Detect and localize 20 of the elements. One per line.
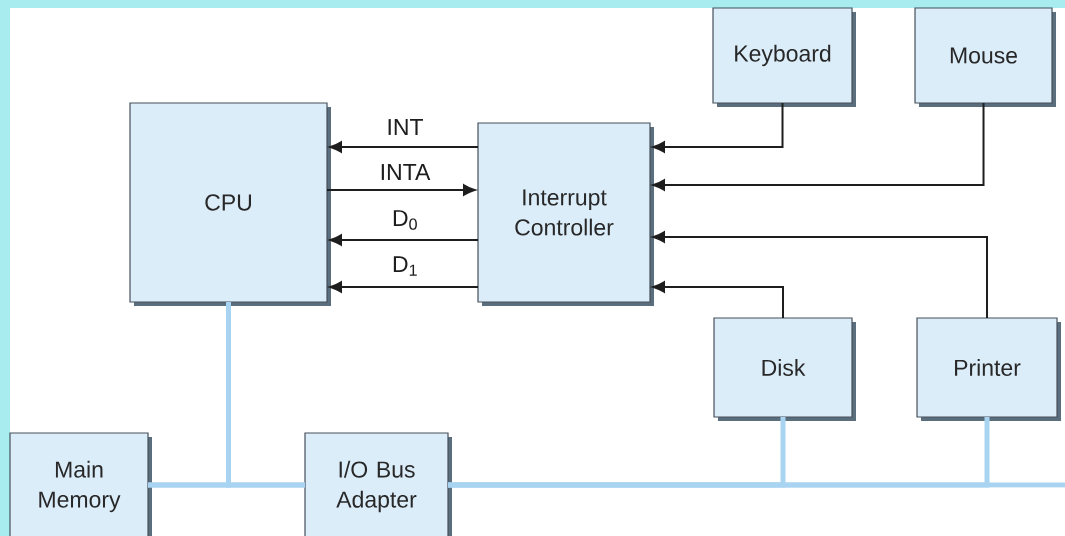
component-box: CPU [129, 102, 331, 306]
component-box: Printer [916, 317, 1061, 421]
arrow [329, 141, 479, 153]
edge-label: INT [385, 118, 425, 136]
edge-label: D$_{1}$ [390, 255, 420, 277]
edge-label: INTA [378, 163, 432, 181]
component-box: Mouse [914, 7, 1056, 107]
arrow [652, 281, 784, 319]
component-box: Disk [713, 317, 856, 421]
component-box: Main Memory [9, 432, 152, 536]
arrow [326, 184, 476, 196]
arrow [652, 231, 988, 319]
component-box: I/O Bus Adapter [304, 432, 452, 536]
edge-label: D$_{0}$ [390, 209, 420, 231]
arrow [652, 102, 985, 191]
component-box: Keyboard [712, 7, 856, 107]
arrow [652, 102, 784, 153]
component-box: Interrupt Controller [477, 122, 654, 306]
arrow [329, 234, 479, 246]
arrow [329, 281, 479, 293]
